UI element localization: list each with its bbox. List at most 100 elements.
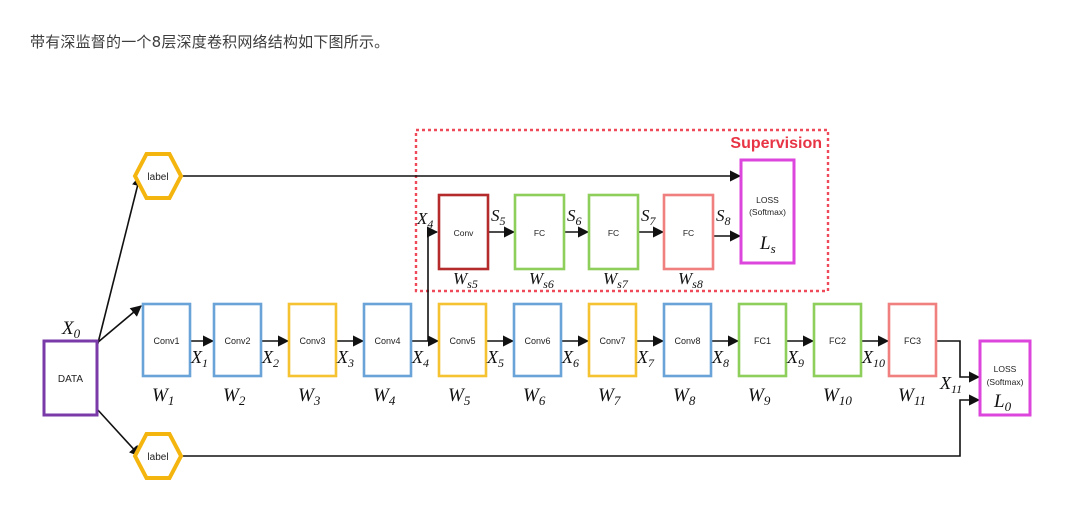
x-label-3: X3 [336, 347, 354, 370]
main-block-conv2-label: Conv2 [224, 336, 250, 346]
weight-label-6: W6 [523, 385, 546, 408]
data-node-label: DATA [58, 374, 84, 385]
supervision-x4-label: X4 [416, 209, 433, 231]
supervision-block-2-label: FC [534, 228, 545, 238]
label-node-top: label [132, 152, 184, 200]
x-label-6: X6 [561, 347, 579, 370]
main-block-conv7: Conv7 [587, 302, 638, 378]
main-block-conv3: Conv3 [287, 302, 338, 378]
supervision-block-2-rect [513, 193, 566, 271]
x-label-10: X10 [861, 347, 885, 370]
main-block-fc1: FC1 [737, 302, 788, 378]
main-block-conv8-label: Conv8 [674, 336, 700, 346]
main-block-conv1-rect [141, 302, 192, 378]
supervision-loss-var: Ls [759, 233, 776, 256]
supervision-loss-node: LOSS (Softmax) [739, 158, 796, 265]
weight-label-5: W5 [448, 385, 471, 408]
main-block-conv1: Conv1 [141, 302, 192, 378]
supervision-block-4-rect [662, 193, 715, 271]
main-block-conv1-label: Conv1 [153, 336, 179, 346]
x-label-2: X2 [261, 347, 279, 370]
main-block-fc1-rect [737, 302, 788, 378]
main-block-conv5-rect [437, 302, 488, 378]
x-label-9: X9 [786, 347, 804, 370]
main-block-conv8: Conv8 [662, 302, 713, 378]
weight-label-8: W8 [673, 385, 696, 408]
main-block-conv7-label: Conv7 [599, 336, 625, 346]
main-loss-var: L0 [993, 391, 1012, 414]
edge-x4-to-supervision [426, 226, 439, 341]
main-block-conv2-rect [212, 302, 263, 378]
edge-data-to-label-top [96, 174, 143, 348]
main-block-conv5-label: Conv5 [449, 336, 475, 346]
main-block-fc2-rect [812, 302, 863, 378]
supervision-s-label-8: S8 [716, 206, 731, 228]
supervision-block-3: FC [587, 193, 640, 271]
supervision-s-label-5: S5 [491, 206, 506, 228]
label-hexagon-shape [132, 152, 184, 200]
x-label-7: X7 [636, 347, 655, 370]
main-block-conv7-rect [587, 302, 638, 378]
main-block-fc3: FC3 [887, 302, 938, 378]
supervision-loss-rect [739, 158, 796, 265]
supervision-s-label-6: S6 [567, 206, 582, 228]
supervision-weight-s8: Ws8 [678, 269, 703, 291]
edge-data-to-label-bottom [96, 408, 141, 457]
label-node-bottom: label [132, 432, 184, 480]
edge-data-to-conv1 [96, 305, 142, 344]
x-label-8: X8 [711, 347, 729, 370]
supervision-title: Supervision [730, 135, 822, 152]
page-caption: 带有深监督的一个8层深度卷积网络结构如下图所示。 [30, 33, 390, 51]
main-block-conv2: Conv2 [212, 302, 263, 378]
edge-fc3-to-loss [936, 340, 981, 383]
weight-label-9: W9 [748, 385, 771, 408]
supervision-block-4-label: FC [683, 228, 694, 238]
supervision-block-1: Conv [437, 193, 490, 271]
weight-label-4: W4 [373, 385, 396, 408]
supervision-block-4: FC [662, 193, 715, 271]
main-block-conv6: Conv6 [512, 302, 563, 378]
supervision-block-2: FC [513, 193, 566, 271]
supervision-s-label-7: S7 [641, 206, 657, 228]
main-block-conv5: Conv5 [437, 302, 488, 378]
main-block-fc3-label: FC3 [904, 336, 921, 346]
main-block-conv4-rect [362, 302, 413, 378]
label-hexagon-text: label [147, 172, 168, 183]
main-block-conv6-rect [512, 302, 563, 378]
x0-label: X0 [61, 318, 81, 341]
main-block-conv8-rect [662, 302, 713, 378]
supervision-loss-line2: (Softmax) [749, 207, 786, 217]
main-block-conv3-rect [287, 302, 338, 378]
supervision-weight-s7: Ws7 [603, 269, 629, 291]
supervision-block-1-rect [437, 193, 490, 271]
main-loss-line2: (Softmax) [987, 377, 1024, 387]
label-hexagon-shape [132, 432, 184, 480]
weight-label-7: W7 [598, 385, 621, 408]
supervision-block-3-label: FC [608, 228, 619, 238]
weight-label-11: W11 [898, 385, 926, 408]
data-node-rect [42, 339, 99, 417]
x-label-1: X1 [190, 347, 208, 370]
data-node: DATA [42, 339, 99, 417]
main-block-fc2: FC2 [812, 302, 863, 378]
main-block-conv6-label: Conv6 [524, 336, 550, 346]
supervision-loss-line1: LOSS [756, 195, 779, 205]
main-block-conv4-label: Conv4 [374, 336, 400, 346]
supervision-block-3-rect [587, 193, 640, 271]
weight-label-10: W10 [823, 385, 852, 408]
weight-label-2: W2 [223, 385, 246, 408]
weight-label-3: W3 [298, 385, 321, 408]
x-label-5: X5 [486, 347, 504, 370]
main-block-fc3-rect [887, 302, 938, 378]
x-label-4: X4 [411, 347, 429, 370]
supervision-weight-s5: Ws5 [453, 269, 478, 291]
x-label-11: X11 [939, 373, 962, 396]
supervision-weight-s6: Ws6 [529, 269, 554, 291]
weight-label-1: W1 [152, 385, 174, 408]
main-loss-line1: LOSS [994, 364, 1017, 374]
main-block-fc1-label: FC1 [754, 336, 771, 346]
main-block-conv4: Conv4 [362, 302, 413, 378]
edge-label-bottom-to-loss [181, 394, 981, 457]
supervision-block-1-label: Conv [454, 228, 475, 238]
